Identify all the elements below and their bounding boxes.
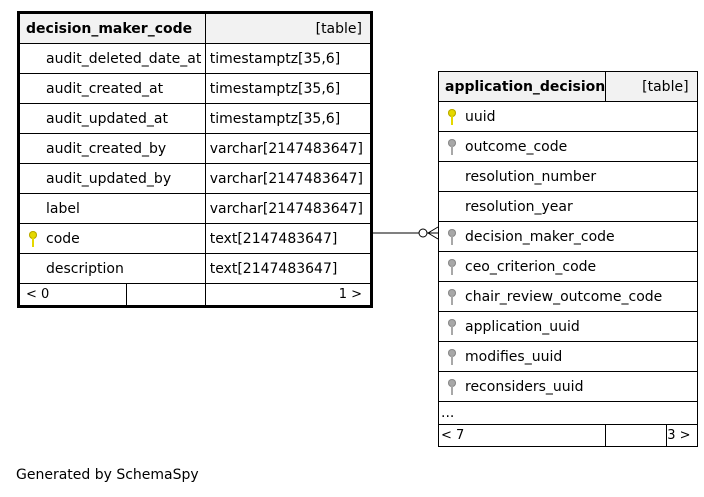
column-name: ceo_criterion_code xyxy=(465,258,597,275)
column-row[interactable]: modifies_uuid xyxy=(438,341,698,372)
column-name: label xyxy=(46,200,80,217)
column-cell: resolution_year xyxy=(438,191,698,222)
column-type: timestamptz[35,6] xyxy=(204,43,373,74)
column-cell: audit_deleted_date_at xyxy=(18,43,206,74)
column-cell: resolution_number xyxy=(438,161,698,192)
column-cell: ceo_criterion_code xyxy=(438,251,698,282)
column-type: text[2147483647] xyxy=(204,253,373,284)
column-cell: audit_created_at xyxy=(18,73,206,104)
footer-children-count: < 0 xyxy=(18,283,127,307)
column-row[interactable]: audit_created_at timestamptz[35,6] xyxy=(18,73,373,104)
column-row[interactable]: ceo_criterion_code xyxy=(438,251,698,282)
relationship-crowfoot-lower xyxy=(427,232,439,240)
column-cell: label xyxy=(18,193,206,224)
column-name: application_uuid xyxy=(465,318,580,335)
column-row[interactable]: audit_created_by varchar[2147483647] xyxy=(18,133,373,164)
footer-parents-count: 1 > xyxy=(204,283,373,307)
column-row[interactable]: label varchar[2147483647] xyxy=(18,193,373,224)
table-header: decision_maker_code [table] xyxy=(18,12,373,44)
generated-by-text: Generated by SchemaSpy xyxy=(16,467,199,483)
more-columns-row: ... xyxy=(438,401,698,425)
column-row[interactable]: decision_maker_code xyxy=(438,221,698,252)
table-kind: [table] xyxy=(605,71,698,102)
footer-parents-count: 3 > xyxy=(667,428,691,443)
column-row[interactable]: chair_review_outcome_code xyxy=(438,281,698,312)
column-cell: audit_updated_at xyxy=(18,103,206,134)
column-name: code xyxy=(46,230,80,247)
footer-children-count: < 7 xyxy=(437,424,607,447)
column-name: audit_deleted_date_at xyxy=(46,50,202,67)
column-row[interactable]: description text[2147483647] xyxy=(18,253,373,284)
column-name: audit_created_by xyxy=(46,140,167,157)
column-type: text[2147483647] xyxy=(204,223,373,254)
column-cell: application_uuid xyxy=(438,311,698,342)
column-cell: code xyxy=(18,223,206,254)
column-name: uuid xyxy=(465,108,496,125)
foreign-key-icon xyxy=(448,138,456,155)
relationship-zero-marker xyxy=(418,228,428,238)
column-name: audit_created_at xyxy=(46,80,164,97)
column-cell: uuid xyxy=(438,101,698,132)
table-name: application_decision xyxy=(437,71,607,102)
column-row[interactable]: audit_updated_by varchar[2147483647] xyxy=(18,163,373,194)
table-footer: < 7 3 > xyxy=(437,424,698,447)
footer-middle xyxy=(607,425,668,446)
relationship-crowfoot-upper xyxy=(427,226,439,234)
column-type: timestamptz[35,6] xyxy=(204,103,373,134)
column-type: varchar[2147483647] xyxy=(204,163,373,194)
column-row[interactable]: outcome_code xyxy=(438,131,698,162)
column-cell: outcome_code xyxy=(438,131,698,162)
foreign-key-icon xyxy=(448,348,456,365)
column-name: audit_updated_at xyxy=(46,110,169,127)
column-row[interactable]: application_uuid xyxy=(438,311,698,342)
column-cell: decision_maker_code xyxy=(438,221,698,252)
table-application-decision[interactable]: application_decision [table] uuid outcome… xyxy=(437,71,698,447)
column-row[interactable]: audit_updated_at timestamptz[35,6] xyxy=(18,103,373,134)
column-cell: modifies_uuid xyxy=(438,341,698,372)
column-type: varchar[2147483647] xyxy=(204,133,373,164)
column-cell: audit_created_by xyxy=(18,133,206,164)
column-cell: audit_updated_by xyxy=(18,163,206,194)
column-name: resolution_number xyxy=(465,168,597,185)
column-type: varchar[2147483647] xyxy=(204,193,373,224)
more-columns-ellipsis: ... xyxy=(438,401,698,425)
column-name: resolution_year xyxy=(465,198,573,215)
foreign-key-icon xyxy=(448,318,456,335)
column-name: decision_maker_code xyxy=(465,228,615,245)
column-name: outcome_code xyxy=(465,138,568,155)
primary-key-icon xyxy=(448,108,456,125)
column-row[interactable]: resolution_number xyxy=(438,161,698,192)
foreign-key-icon xyxy=(448,378,456,395)
table-footer: < 0 1 > xyxy=(18,283,373,307)
foreign-key-icon xyxy=(448,228,456,245)
footer-middle xyxy=(126,283,206,307)
column-name: audit_updated_by xyxy=(46,170,172,187)
column-cell: description xyxy=(18,253,206,284)
column-name: reconsiders_uuid xyxy=(465,378,584,395)
column-name: description xyxy=(46,260,124,277)
column-type: timestamptz[35,6] xyxy=(204,73,373,104)
column-cell: chair_review_outcome_code xyxy=(438,281,698,312)
footer-right-cell: 3 > xyxy=(605,424,698,447)
column-name: modifies_uuid xyxy=(465,348,563,365)
column-cell: reconsiders_uuid xyxy=(438,371,698,402)
table-name: decision_maker_code xyxy=(18,12,206,44)
table-kind: [table] xyxy=(204,12,373,44)
foreign-key-icon xyxy=(448,288,456,305)
column-name: chair_review_outcome_code xyxy=(465,288,663,305)
foreign-key-icon xyxy=(448,258,456,275)
primary-key-icon xyxy=(29,230,37,247)
table-header: application_decision [table] xyxy=(437,71,698,102)
column-row[interactable]: code text[2147483647] xyxy=(18,223,373,254)
column-row[interactable]: uuid xyxy=(438,101,698,132)
column-row[interactable]: reconsiders_uuid xyxy=(438,371,698,402)
table-decision-maker-code[interactable]: decision_maker_code [table] audit_delete… xyxy=(17,11,373,308)
column-row[interactable]: resolution_year xyxy=(438,191,698,222)
